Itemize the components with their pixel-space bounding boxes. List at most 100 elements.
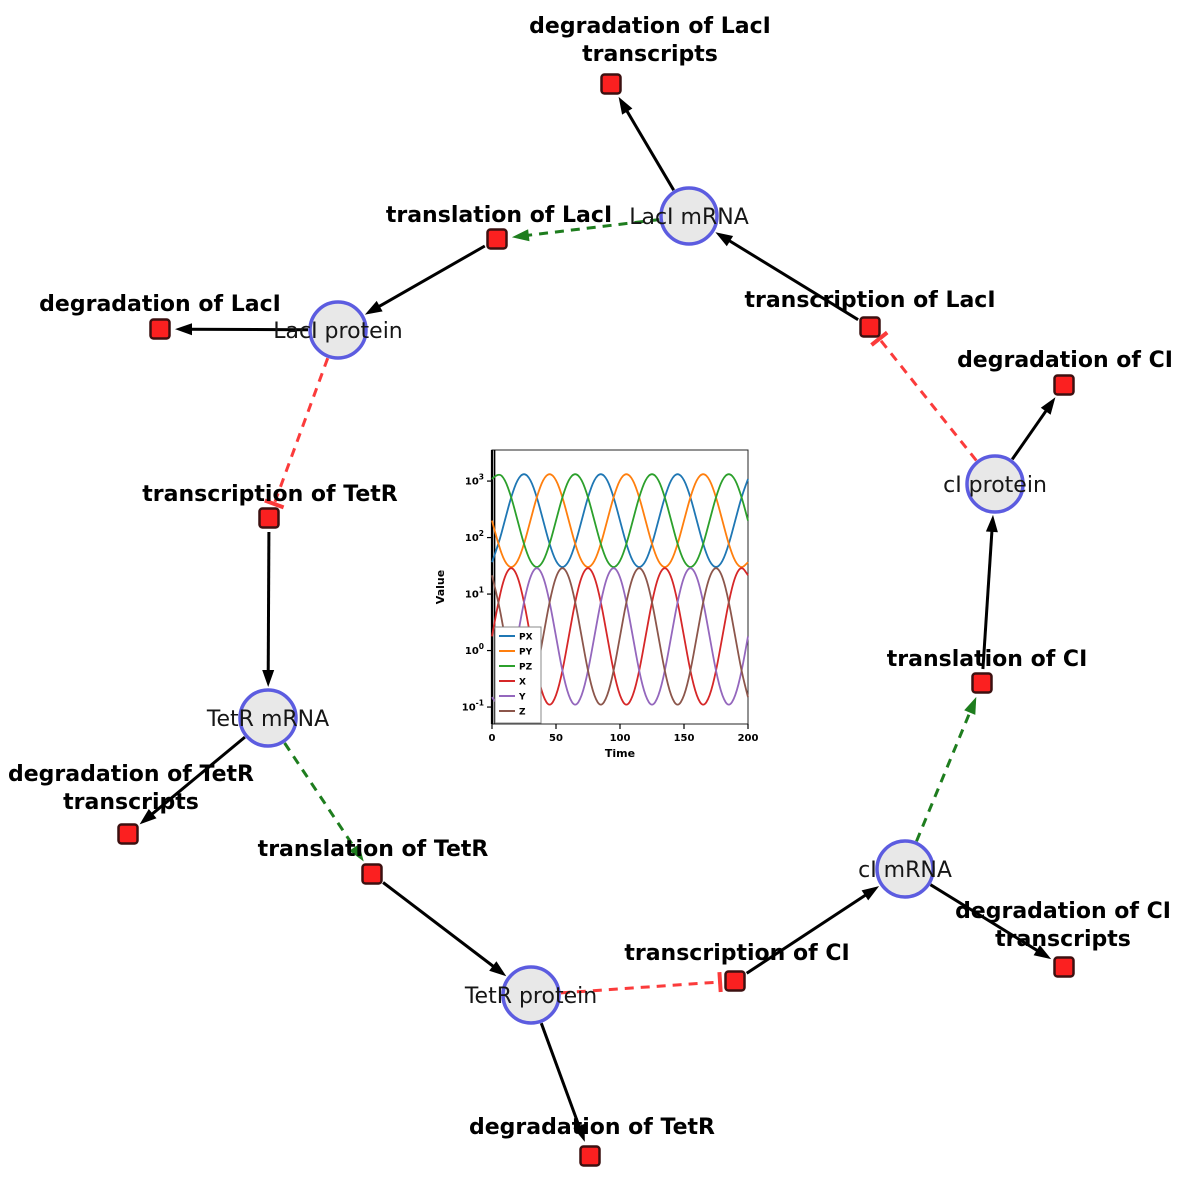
edge-tetr-mrna-translation-tetr (283, 742, 364, 862)
edge-laci-mrna-deg-laci-tx (618, 96, 675, 191)
arrowhead-icon (349, 844, 364, 862)
inhibition-tee-icon (264, 498, 285, 510)
species-label-ci-mrna: cI mRNA (858, 858, 952, 883)
arrowhead-icon (511, 229, 530, 242)
reaction-label-deg-ci: degradation of CI (957, 348, 1173, 373)
arrowhead-icon (573, 1123, 585, 1142)
x-tick-label: 150 (674, 733, 695, 744)
arrowhead-icon (175, 323, 192, 336)
edge-ci-mrna-translation-ci (915, 696, 977, 842)
reaction-node-deg-laci-tx (600, 73, 622, 95)
legend-box (494, 626, 542, 724)
reaction-node-transcription-ci (724, 970, 746, 992)
arrowhead-icon (964, 696, 977, 715)
reaction-square-icon (149, 318, 171, 340)
legend-label-Z: Z (519, 708, 526, 718)
reaction-label-deg-tetr: degradation of TetR (469, 1115, 715, 1140)
y-axis-label: Value (434, 570, 447, 604)
species-node-tetr-mrna (238, 688, 298, 748)
arrowhead-icon (1040, 397, 1056, 415)
series-PZ (491, 473, 749, 568)
edge-ci-protein-deg-ci (1010, 397, 1056, 461)
reaction-label-translation-laci: translation of LacI (386, 203, 612, 228)
species-node-ci-mrna (875, 839, 935, 899)
reaction-node-translation-laci (486, 228, 508, 250)
edge-transcription-laci-laci-mrna (715, 232, 859, 321)
species-circle-icon (659, 186, 719, 246)
reaction-node-transcription-laci (859, 316, 881, 338)
species-node-ci-protein (965, 454, 1025, 514)
y-tick-label: 100 (465, 642, 484, 657)
edge-laci-mrna-translation-laci (511, 218, 660, 242)
x-tick-label: 200 (738, 733, 759, 744)
y-tick-label: 103 (465, 473, 484, 488)
reaction-label-transcription-ci: transcription of CI (624, 941, 849, 966)
inhibition-tee-icon (870, 330, 889, 347)
edges-layer (139, 96, 1056, 1142)
species-circle-icon (965, 454, 1025, 514)
x-tick-label: 50 (549, 733, 563, 744)
arrowhead-icon (364, 300, 383, 315)
reaction-square-icon (859, 316, 881, 338)
arrowhead-icon (1033, 945, 1052, 960)
reaction-square-icon (1053, 374, 1075, 396)
edge-tetr-protein-deg-tetr (539, 1022, 585, 1142)
edge-ci-mrna-deg-ci-tx (929, 883, 1052, 960)
reaction-node-translation-ci (971, 672, 993, 694)
reaction-square-icon (486, 228, 508, 250)
reaction-square-icon (579, 1145, 601, 1167)
edge-laci-protein-transcription-tetr (264, 357, 330, 510)
reaction-label-translation-tetr: translation of TetR (258, 837, 489, 862)
arrowhead-icon (861, 886, 880, 901)
edge-transcription-tetr-tetr-mrna (262, 531, 275, 687)
inhibition-tee-icon (717, 971, 723, 993)
arrowhead-icon (618, 96, 633, 115)
edge-translation-laci-laci-protein (364, 244, 486, 315)
reaction-square-icon (1053, 956, 1075, 978)
legend-label-Y: Y (518, 693, 526, 703)
legend-label-PZ: PZ (519, 663, 533, 673)
species-circle-icon (501, 965, 561, 1025)
species-node-laci-mrna (659, 186, 719, 246)
reaction-node-translation-tetr (361, 863, 383, 885)
species-label-tetr-protein: TetR protein (464, 984, 597, 1009)
legend-label-PY: PY (519, 648, 533, 658)
edge-tetr-mrna-deg-tetr-tx (139, 735, 246, 825)
edge-translation-tetr-tetr-protein (382, 881, 507, 977)
species-circle-icon (308, 300, 368, 360)
x-tick-label: 0 (489, 733, 496, 744)
reaction-node-deg-ci (1053, 374, 1075, 396)
reaction-node-deg-tetr-tx (117, 823, 139, 845)
legend-label-X: X (519, 678, 526, 688)
reaction-node-deg-ci-tx (1053, 956, 1075, 978)
y-tick-label: 101 (465, 586, 484, 601)
reaction-node-deg-laci (149, 318, 171, 340)
arrowhead-icon (985, 514, 998, 533)
species-label-ci-protein: cI protein (943, 473, 1047, 498)
reaction-label-transcription-tetr: transcription of TetR (142, 482, 398, 507)
reaction-square-icon (724, 970, 746, 992)
x-axis-label: Time (605, 747, 635, 760)
edge-translation-ci-ci-protein (981, 514, 998, 670)
arrowhead-icon (139, 809, 157, 825)
edge-laci-protein-deg-laci (175, 323, 309, 336)
species-circle-icon (238, 688, 298, 748)
y-tick-label: 102 (465, 529, 484, 544)
reaction-square-icon (361, 863, 383, 885)
reaction-label-translation-ci: translation of CI (887, 647, 1088, 672)
reaction-square-icon (971, 672, 993, 694)
species-label-laci-protein: LacI protein (273, 319, 403, 344)
species-label-tetr-mrna: TetR mRNA (206, 707, 329, 732)
series-Y (491, 567, 749, 706)
species-circle-icon (875, 839, 935, 899)
reaction-square-icon (600, 73, 622, 95)
x-tick-label: 100 (610, 733, 631, 744)
